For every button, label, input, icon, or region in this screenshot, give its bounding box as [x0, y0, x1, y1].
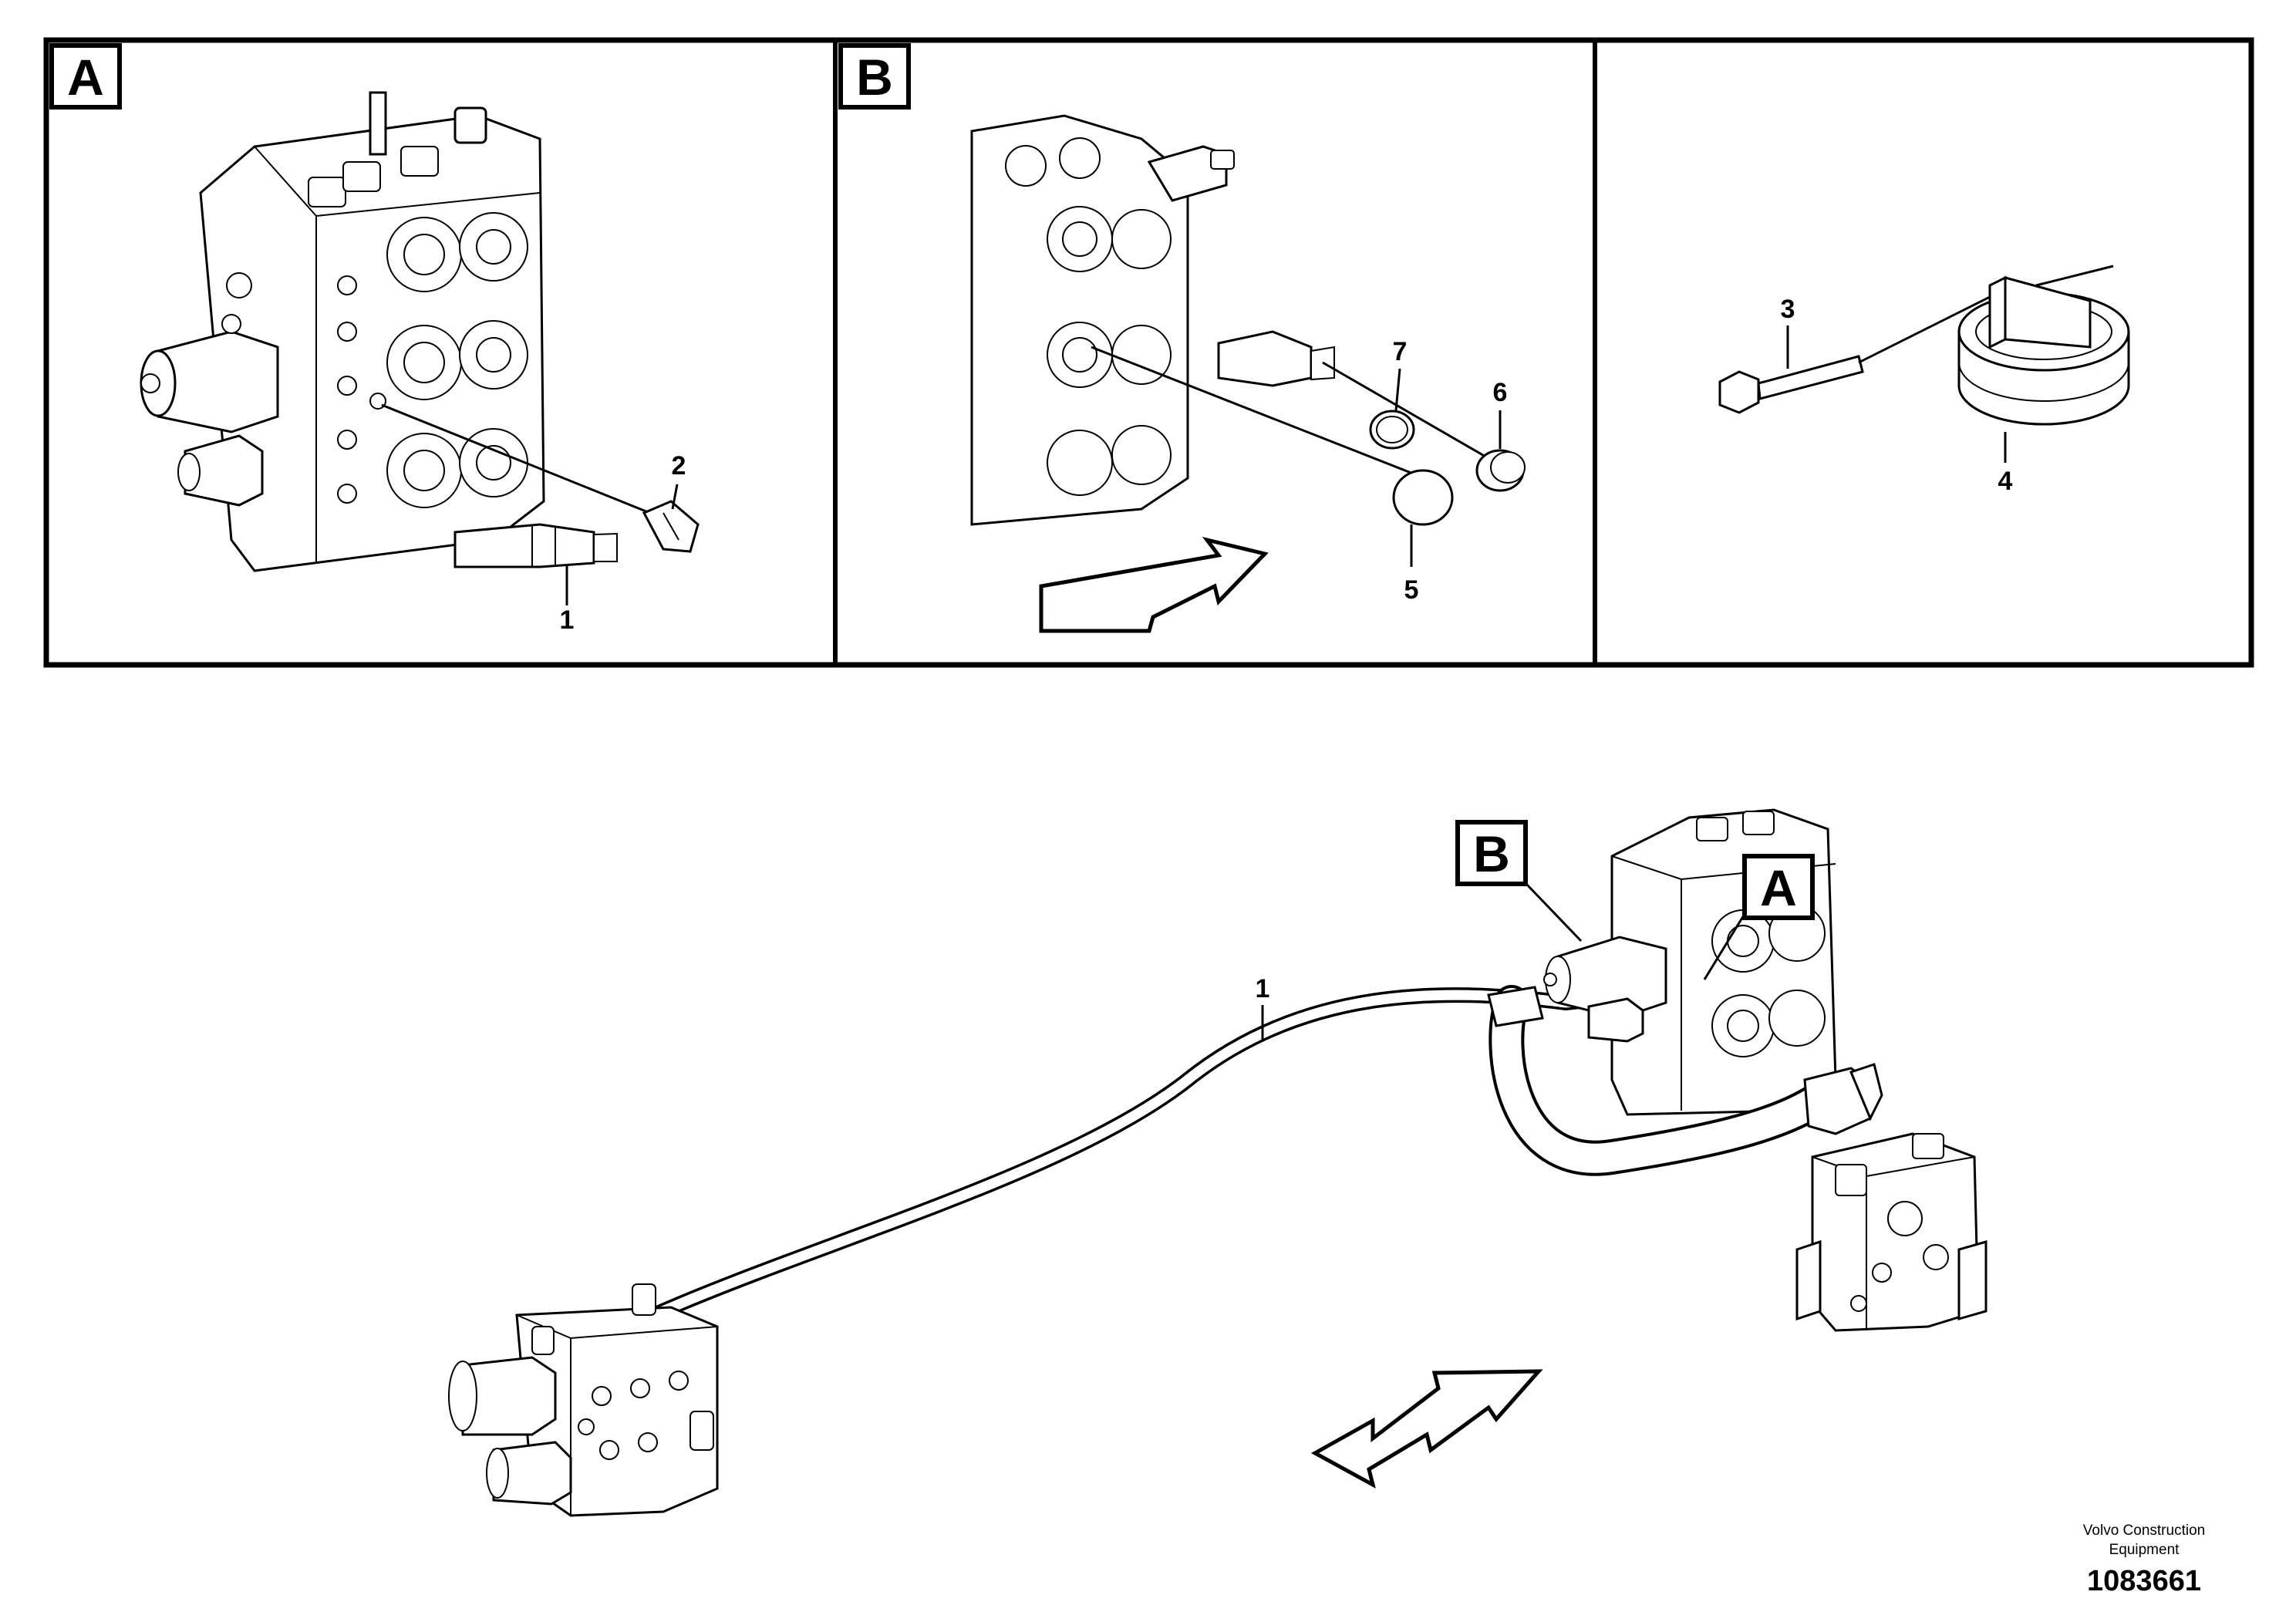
fitting-and-hose-a	[381, 403, 700, 568]
control-valve-illustration	[140, 91, 545, 572]
detail-view-b: B 7	[838, 43, 1526, 633]
callout-2: 2	[671, 451, 686, 510]
callout-4: 4	[1998, 432, 2013, 496]
view-tag-box-a	[49, 43, 122, 110]
svg-text:4: 4	[1998, 467, 2013, 496]
overview-callout-1: 1	[1256, 974, 1270, 1041]
manufacturer-line-1: Volvo Construction	[2083, 1523, 2205, 1539]
view-tag-box-b	[838, 43, 911, 110]
detail-panels	[43, 37, 2254, 668]
spacer-4	[1957, 265, 2130, 426]
auxiliary-valve-unit	[1795, 1132, 1988, 1332]
callout-6: 6	[1493, 378, 1508, 449]
svg-text:7: 7	[1393, 337, 1408, 366]
svg-text:A: A	[1760, 859, 1797, 916]
direction-arrow-overview	[1310, 1369, 1543, 1489]
return-hose	[1487, 985, 1883, 1176]
plug-5	[1392, 469, 1454, 526]
manufacturer-line-2: Equipment	[2109, 1542, 2180, 1558]
svg-text:1: 1	[560, 605, 575, 635]
svg-text:B: B	[1473, 825, 1510, 882]
pilot-valve-block	[448, 1283, 719, 1517]
direction-arrow-b	[1039, 536, 1269, 633]
plug-parts-b	[1091, 346, 1526, 526]
svg-text:6: 6	[1493, 378, 1508, 407]
detail-panels-frame	[43, 37, 2254, 668]
view-tag-a: A	[67, 49, 104, 106]
overview-assembly: B A 1	[448, 808, 1988, 1517]
callout-3: 3	[1781, 295, 1795, 369]
svg-text:2: 2	[672, 451, 686, 481]
view-tag-b: B	[856, 49, 893, 106]
bolt-3	[1718, 280, 2021, 414]
illustration-id: 1083661	[2087, 1565, 2201, 1597]
svg-text:5: 5	[1404, 575, 1419, 605]
detail-view-a: A	[49, 43, 700, 635]
overview-tag-b: B	[1455, 820, 1583, 943]
valve-partial-illustration	[970, 114, 1335, 526]
svg-text:1: 1	[1256, 974, 1270, 1003]
callout-5: 5	[1404, 524, 1419, 605]
callout-1: 1	[560, 565, 575, 635]
footer: Volvo Construction Equipment 1083661	[2083, 1523, 2205, 1597]
svg-text:3: 3	[1781, 295, 1795, 324]
overview-tag-a: A	[1703, 854, 1815, 980]
detail-view-c: 3 4	[1718, 265, 2130, 496]
callout-7: 7	[1393, 337, 1408, 411]
